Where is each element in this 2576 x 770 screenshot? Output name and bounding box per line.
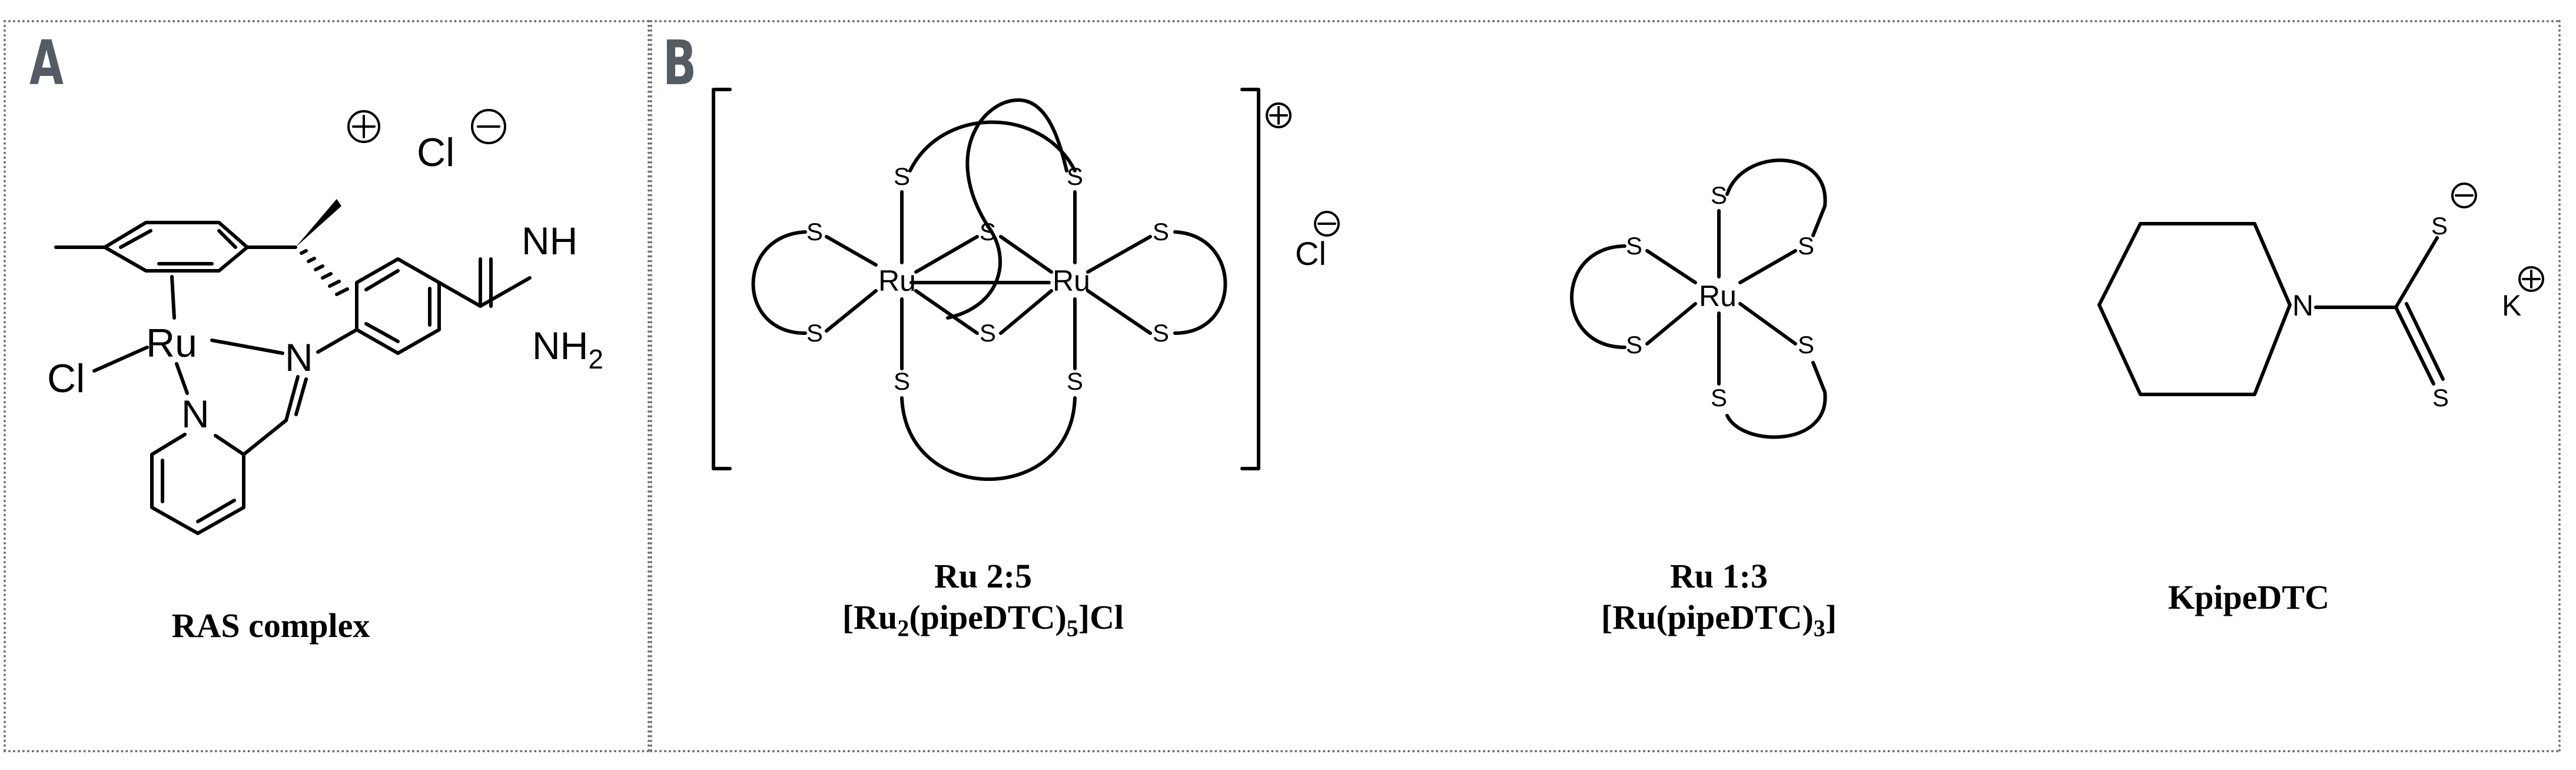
panel-b [650, 20, 2561, 752]
minus-charge-icon [471, 109, 506, 144]
plus-charge-icon [1266, 102, 1292, 128]
caption-ru25: Ru 2:5 [Ru2(pipeDTC)5]Cl [765, 556, 1201, 649]
minus-charge-icon [1314, 211, 1340, 237]
cl-ligand-atom: Cl [47, 356, 85, 401]
s-atom: S [894, 162, 910, 190]
s-atom: S [1067, 367, 1083, 395]
kpipedtc-structure: N S S K [2097, 182, 2544, 411]
s-atom: S [806, 319, 823, 347]
panel-a-label: A [29, 27, 64, 99]
ru13-formula: [Ru(pipeDTC)3] [1601, 598, 1837, 642]
piperidine-ring [2097, 222, 2292, 396]
s-atom: S [1711, 181, 1727, 209]
ras-complex-structure: Cl Ru Cl N [47, 109, 603, 535]
nh-group: NH [522, 219, 577, 263]
s-atom: S [1798, 232, 1814, 260]
plus-charge-icon [2518, 266, 2544, 292]
ru13-name: Ru 1:3 [1670, 557, 1768, 595]
s-atom: S [1067, 162, 1083, 190]
arene-ring [54, 199, 349, 296]
s-atom: S [806, 218, 823, 245]
s-atom: S [980, 319, 996, 347]
ru-atom: Ru [146, 321, 197, 366]
ru-atom-left: Ru [878, 264, 916, 297]
ru13-structure: Ru S S S S S S [1570, 158, 1827, 439]
panel-b-label: B [663, 27, 697, 99]
left-bracket [712, 88, 732, 470]
counter-ion-cl: Cl [417, 130, 454, 175]
s-atom: S [1626, 331, 1642, 359]
pyridine-ring [150, 433, 245, 535]
ru-atom-right: Ru [1053, 264, 1090, 297]
ru-atom: Ru [1699, 280, 1737, 313]
plus-charge-icon [347, 110, 380, 143]
s-atom: S [1711, 384, 1727, 411]
panel-a [4, 20, 650, 752]
imine-n-atom: N [285, 336, 313, 379]
ru25-structure: Cl Ru Ru S S S S S S S S S S [712, 88, 1340, 481]
n-atom: N [2292, 289, 2313, 322]
s-atom: S [1153, 218, 1169, 245]
nh2-group: NH2 [532, 324, 603, 374]
caption-kpipedtc: KpipeDTC [2168, 578, 2329, 616]
s-atom: S [1626, 232, 1642, 260]
counter-ion-cl: Cl [1295, 235, 1326, 272]
pyridine-n-atom: N [181, 392, 210, 436]
s-atom: S [1153, 319, 1169, 347]
s-atom: S [894, 367, 910, 395]
right-bracket [1240, 88, 1260, 470]
minus-charge-icon [2451, 182, 2477, 208]
s-anion-atom: S [2431, 212, 2448, 240]
s-thione-atom: S [2432, 384, 2449, 411]
ru-arene-bond [170, 275, 176, 320]
s-atom: S [1798, 331, 1814, 359]
ru25-name: Ru 2:5 [934, 557, 1032, 595]
ru25-formula: [Ru2(pipeDTC)5]Cl [842, 598, 1124, 642]
caption-ru13: Ru 1:3 [Ru(pipeDTC)3] [1507, 556, 1931, 649]
phenyl-ring [355, 257, 441, 355]
caption-ras-complex: RAS complex [171, 606, 370, 645]
k-atom: K [2502, 289, 2521, 322]
